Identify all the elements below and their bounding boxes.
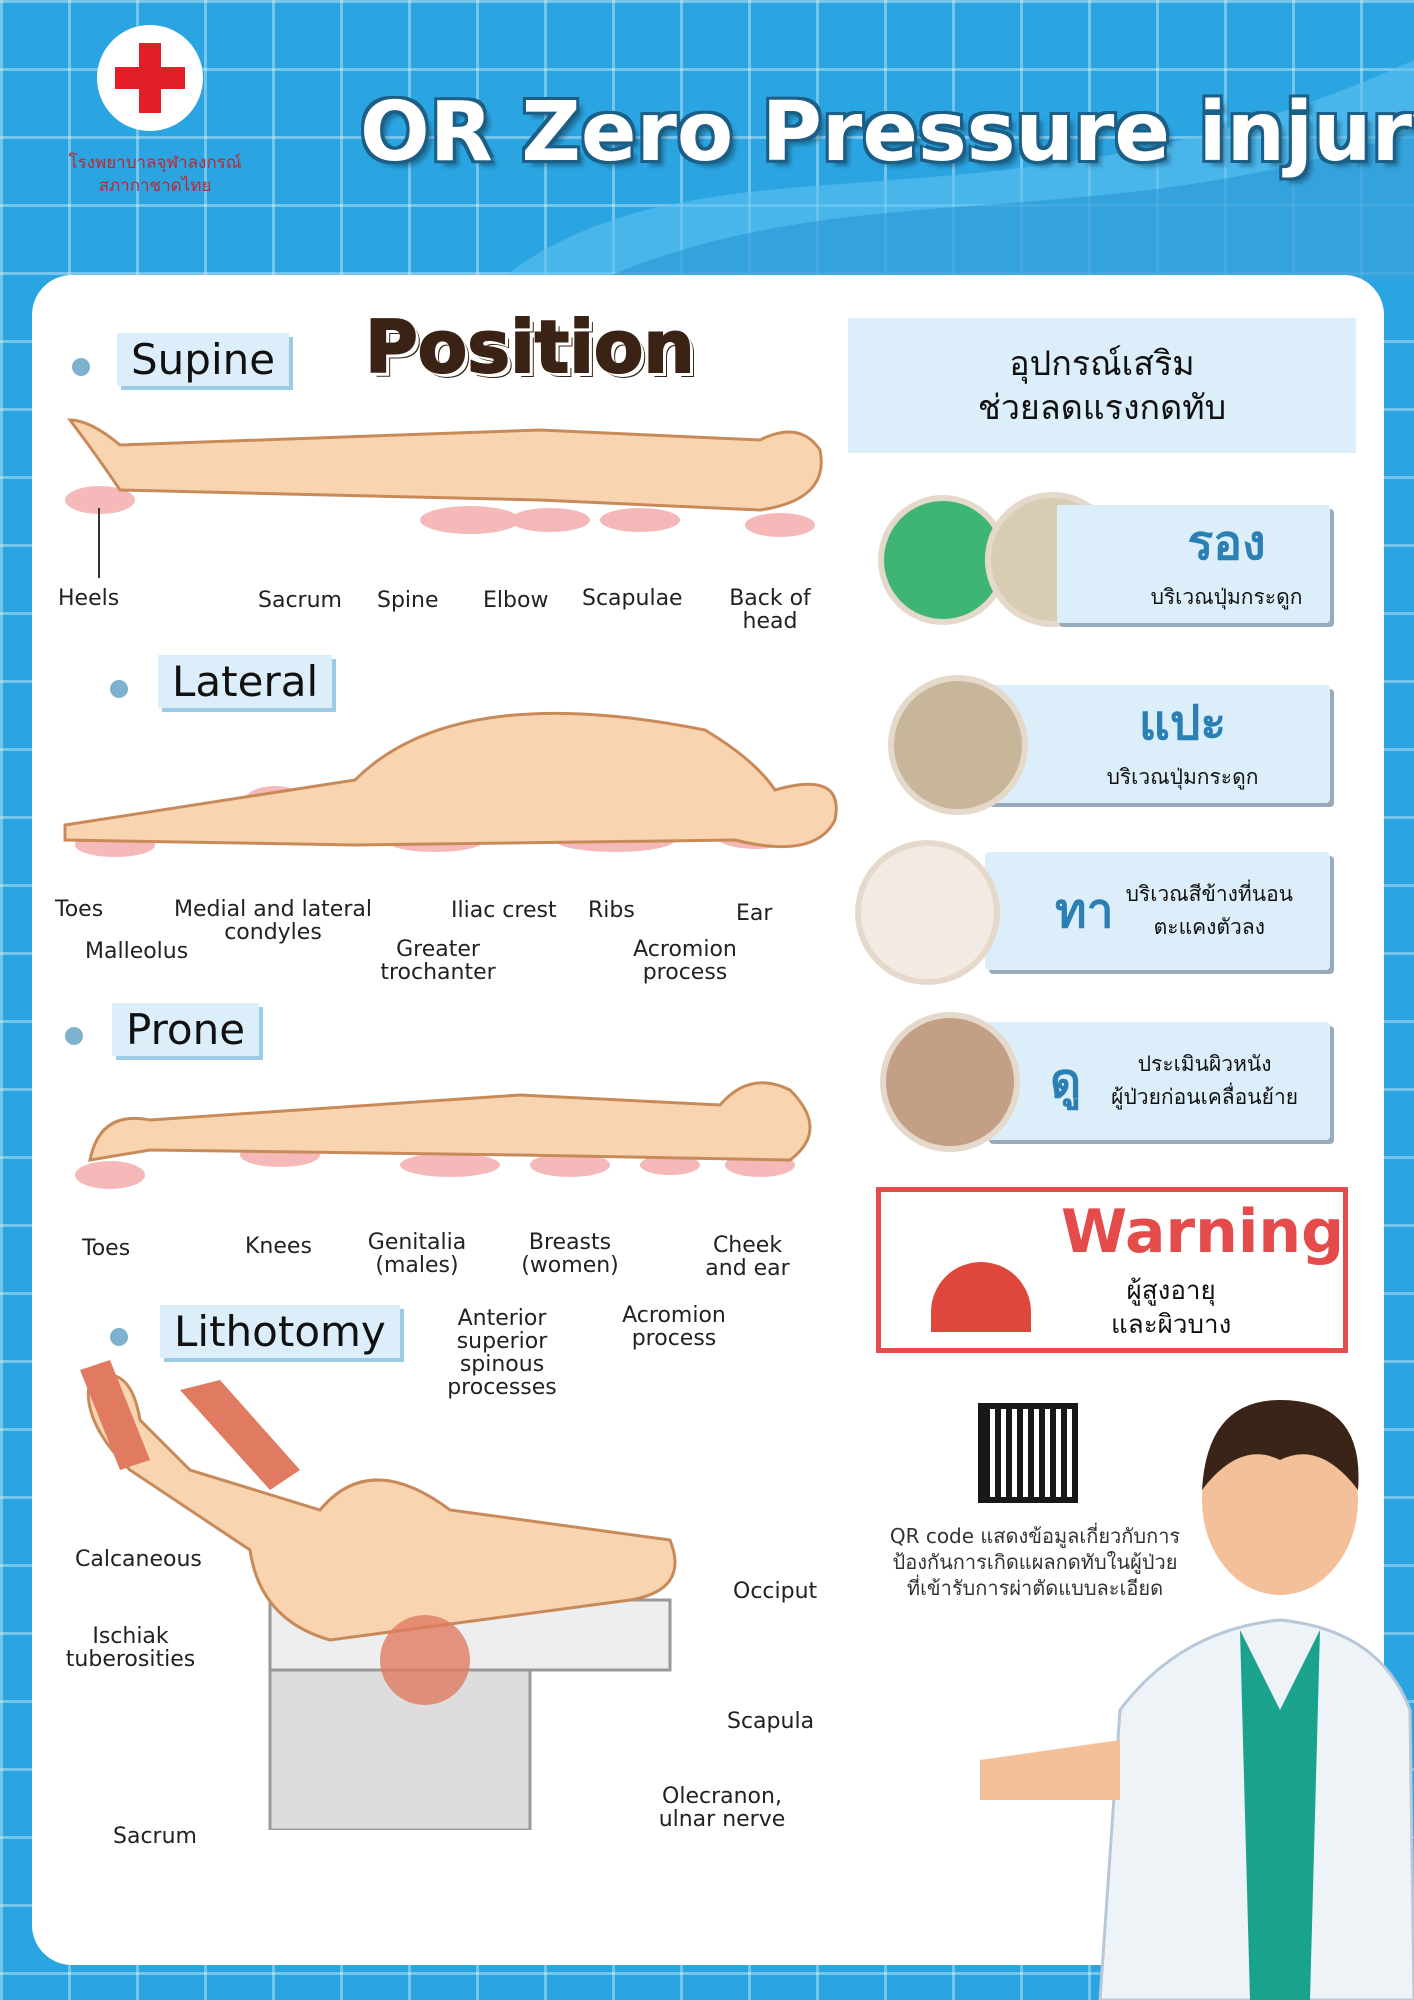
equipment-action: ทา: [1055, 883, 1114, 939]
label-sacrum: Sacrum: [258, 588, 342, 613]
red-cross-logo: [97, 25, 203, 131]
supine-body-illustration: [65, 418, 823, 537]
qr-line3: ที่เข้ารับการผ่าตัดแบบละเอียด: [906, 1576, 1164, 1600]
foam-pad-photo: [878, 495, 1008, 625]
equipment-heading-line1: อุปกรณ์เสริม: [1009, 344, 1195, 384]
equipment-desc: บริเวณสีข้างที่นอน: [1125, 882, 1294, 906]
label-ear: Ear: [736, 901, 773, 926]
equipment-desc: ตะแคงตัวลง: [1153, 915, 1265, 939]
label-cheek-ear: Cheek and ear: [705, 1233, 790, 1281]
equipment-action: แปะ: [1138, 695, 1227, 751]
warning-box: Warning ผู้สูงอายุและผิวบาง: [876, 1187, 1348, 1353]
label-toes: Toes: [55, 897, 104, 922]
equipment-action: รอง: [1187, 515, 1266, 571]
label-heels: Heels: [58, 586, 120, 611]
cream-tube-photo: [855, 840, 1000, 985]
bullet-icon: [110, 1328, 128, 1346]
poster-title: OR Zero Pressure injury: [360, 85, 1414, 180]
label-back-of-head: Back of head: [729, 586, 811, 634]
equipment-item-look: ดู ประเมินผิวหนังผู้ป่วยก่อนเคลื่อนย้าย: [985, 1022, 1330, 1140]
label-breasts: Breasts (women): [521, 1230, 619, 1278]
bullet-icon: [72, 358, 90, 376]
label-scapulae: Scapulae: [582, 586, 683, 611]
warning-title: Warning: [1061, 1197, 1345, 1267]
prone-body-illustration: [75, 1081, 812, 1189]
equipment-desc: ประเมินผิวหนัง: [1137, 1052, 1272, 1076]
warning-line1: ผู้สูงอายุ: [1126, 1276, 1216, 1306]
qr-caption: QR code แสดงข้อมูลเกี่ยวกับการป้องกันการ…: [870, 1523, 1200, 1601]
qr-line2: ป้องกันการเกิดแผลกดทับในผู้ป่วย: [892, 1550, 1178, 1574]
label-acromion: Acromion process: [622, 1303, 726, 1351]
bullet-icon: [110, 680, 128, 698]
label-asis: Anterior superior spinous processes: [447, 1306, 557, 1400]
lateral-body-illustration: [63, 711, 838, 857]
equipment-desc: บริเวณปุ่มกระดูก: [1150, 585, 1303, 609]
label-sacrum: Sacrum: [113, 1824, 197, 1849]
alarm-light-icon: [931, 1262, 1031, 1332]
equipment-item-apply: ทา บริเวณสีข้างที่นอนตะแคงตัวลง: [985, 852, 1330, 970]
bullet-icon: [65, 1027, 83, 1045]
lithotomy-body-illustration: [80, 1360, 677, 1830]
label-genitalia: Genitalia (males): [367, 1230, 467, 1278]
hospital-line2: สภากาชาดไทย: [98, 176, 212, 196]
equipment-item-support: รอง บริเวณปุ่มกระดูก: [1055, 505, 1330, 623]
qr-line1: QR code แสดงข้อมูลเกี่ยวกับการ: [889, 1524, 1181, 1548]
equipment-item-patch: แปะ บริเวณปุ่มกระดูก: [985, 685, 1330, 803]
label-malleolus: Malleolus: [85, 939, 189, 964]
label-toes: Toes: [82, 1236, 131, 1261]
doctor-illustration: [980, 1400, 1414, 2000]
label-greater-trochanter: Greater trochanter: [380, 937, 496, 985]
label-ribs: Ribs: [588, 898, 635, 923]
label-occiput: Occiput: [733, 1579, 818, 1604]
label-calcaneous: Calcaneous: [75, 1547, 202, 1572]
dressing-patch-photo: [888, 675, 1028, 815]
header-wave: [500, 0, 1414, 280]
equipment-heading: อุปกรณ์เสริมช่วยลดแรงกดทับ: [848, 318, 1356, 453]
position-heading: Position: [364, 304, 696, 390]
hospital-name: โรงพยาบาลจุฬาลงกรณ์สภากาชาดไทย: [40, 152, 270, 198]
qr-code[interactable]: [978, 1403, 1078, 1503]
equipment-desc: ผู้ป่วยก่อนเคลื่อนย้าย: [1111, 1085, 1299, 1109]
label-knees: Knees: [245, 1234, 312, 1259]
section-supine: Supine: [117, 333, 290, 386]
label-acromion: Acromion process: [633, 937, 737, 985]
label-ischiak: Ischiak tuberosities: [65, 1624, 196, 1672]
section-lithotomy: Lithotomy: [160, 1305, 400, 1358]
label-iliac-crest: Iliac crest: [451, 898, 557, 923]
eye-photo: [880, 1012, 1020, 1152]
label-elbow: Elbow: [483, 588, 549, 613]
leader-line: [98, 508, 100, 578]
equipment-heading-line2: ช่วยลดแรงกดทับ: [977, 388, 1227, 428]
label-condyles: Medial and lateral condyles: [174, 897, 372, 945]
warning-line2: และผิวบาง: [1111, 1310, 1232, 1340]
label-scapula: Scapula: [727, 1709, 815, 1734]
label-spine: Spine: [377, 588, 439, 613]
label-olecranon: Olecranon, ulnar nerve: [658, 1784, 786, 1832]
section-lateral: Lateral: [158, 655, 333, 708]
hospital-line1: โรงพยาบาลจุฬาลงกรณ์: [68, 153, 242, 173]
equipment-action: ดู: [1050, 1053, 1082, 1109]
equipment-desc: บริเวณปุ่มกระดูก: [1106, 765, 1259, 789]
section-prone: Prone: [112, 1003, 260, 1056]
